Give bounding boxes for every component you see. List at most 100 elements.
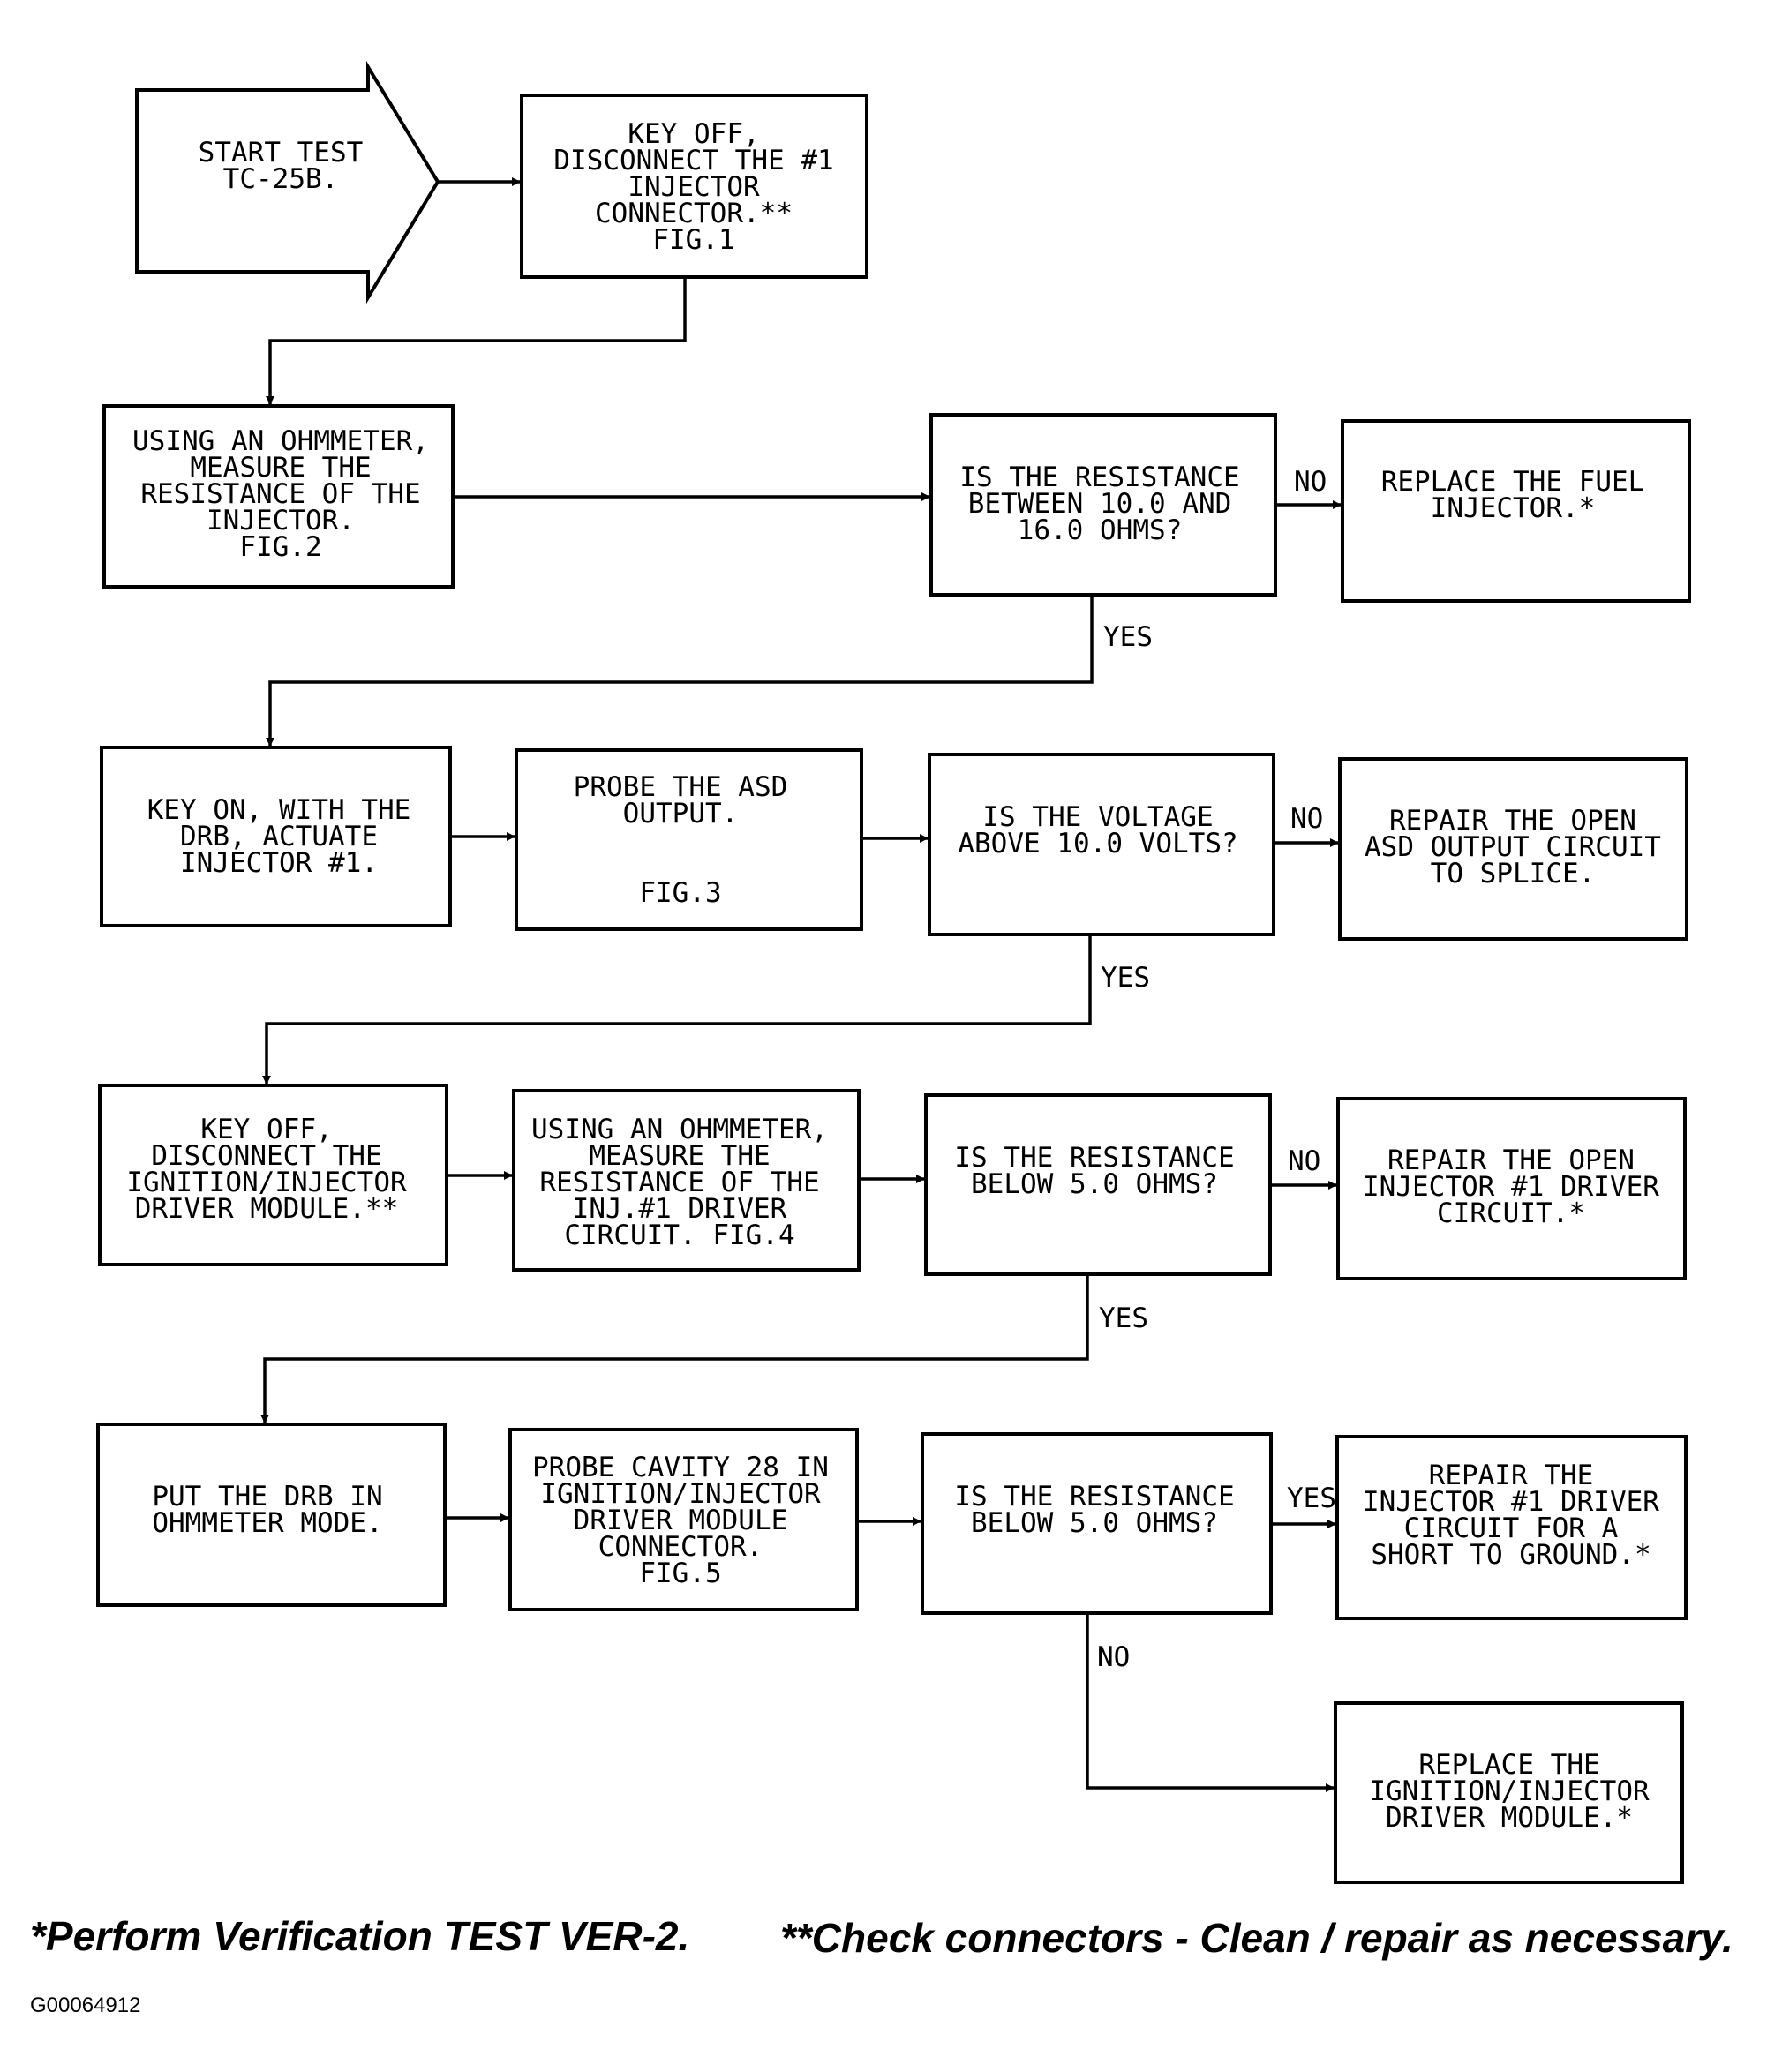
node-text-line: START TEST — [199, 137, 364, 169]
node-text-line: IGNITION/INJECTOR — [540, 1478, 821, 1510]
node-text-line: CIRCUIT. FIG.4 — [564, 1220, 794, 1251]
node-text-line: KEY OFF, — [200, 1114, 332, 1145]
node-text-line: IS THE RESISTANCE — [959, 462, 1239, 493]
node-text-line: DRIVER MODULE — [574, 1505, 788, 1536]
branch-label-no-1: NO — [1294, 466, 1327, 498]
branch-label-yes-3: YES — [1099, 1303, 1148, 1334]
node-text-line: 16.0 OHMS? — [1018, 514, 1183, 546]
node-text-line: BETWEEN 10.0 AND — [968, 488, 1232, 520]
node-text-line: INJECTOR.* — [1431, 492, 1596, 524]
node-text-line: MEASURE THE — [190, 452, 371, 484]
node-text-line: FIG.1 — [652, 224, 734, 256]
node-text-line: OUTPUT. — [623, 798, 739, 830]
node-text-line: REPAIR THE OPEN — [1387, 1145, 1635, 1176]
node-text-line: SHORT TO GROUND.* — [1371, 1539, 1650, 1571]
node-text-line: DISCONNECT THE — [151, 1140, 381, 1172]
node-text-line: DRIVER MODULE.* — [1386, 1802, 1633, 1834]
node-text-line: IGNITION/INJECTOR — [1369, 1775, 1650, 1807]
voltage-above-10-decision-box — [928, 753, 1275, 936]
drb-ohmmeter-mode-box — [96, 1423, 447, 1607]
node-text-line: MEASURE THE — [589, 1140, 770, 1172]
replace-fuel-injector-box — [1341, 419, 1691, 603]
node-text-line: CONNECTOR. — [598, 1531, 763, 1563]
node-text-line: TC-25B. — [223, 163, 339, 195]
start-test-arrow-shape — [135, 60, 440, 304]
resistance-10-16-decision-box — [929, 413, 1277, 597]
repair-open-driver-circuit-box — [1336, 1097, 1687, 1280]
node-text-line: PROBE THE ASD — [574, 771, 788, 803]
branch-label-no-4: NO — [1097, 1641, 1130, 1673]
node-text-line: INJECTOR. — [207, 505, 355, 537]
connector-key-off-to-measure — [266, 277, 687, 405]
node-text-line: OHMMETER MODE. — [152, 1507, 382, 1539]
branch-label-yes-4: YES — [1287, 1483, 1336, 1514]
key-on-actuate-injector-box — [100, 746, 452, 927]
node-text-line: ASD OUTPUT CIRCUIT — [1365, 831, 1661, 863]
node-text-line: KEY ON, WITH THE — [147, 794, 411, 826]
repair-short-to-ground-box — [1335, 1435, 1688, 1620]
node-text-line: FIG.2 — [239, 531, 321, 563]
figure-code: G00064912 — [30, 1993, 140, 2017]
branch-label-no-3: NO — [1288, 1145, 1320, 1177]
node-text-line: RESISTANCE OF THE — [539, 1167, 819, 1198]
connector-decision-1-yes — [266, 595, 1094, 747]
probe-asd-output-box — [515, 748, 863, 931]
node-text-line: DRB, ACTUATE — [180, 821, 378, 852]
node-text-line: CIRCUIT FOR A — [1404, 1513, 1619, 1544]
measure-driver-circuit-box — [512, 1089, 861, 1272]
replace-driver-module-box — [1334, 1701, 1684, 1884]
branch-label-yes-1: YES — [1103, 621, 1153, 653]
footnote-verification: *Perform Verification TEST VER-2. — [30, 1913, 689, 1959]
node-text-line: INJECTOR — [628, 171, 760, 203]
node-text-line: FIG.3 — [639, 877, 721, 909]
resistance-below-5-decision-box-2 — [921, 1432, 1273, 1615]
connector-decision-2-yes — [262, 935, 1092, 1085]
connector-decision-3-yes — [260, 1274, 1089, 1423]
node-text-line: KEY OFF, — [628, 118, 759, 150]
node-text-line: IS THE RESISTANCE — [954, 1142, 1234, 1174]
node-text-line: INJ.#1 DRIVER — [573, 1193, 787, 1225]
node-text-line: USING AN OHMMETER, — [531, 1114, 828, 1145]
node-text-line: INJECTOR #1 DRIVER — [1363, 1486, 1659, 1518]
measure-injector-resistance-box — [102, 404, 455, 589]
node-text-line: TO SPLICE. — [1431, 858, 1596, 890]
node-text-line: IS THE VOLTAGE — [982, 801, 1213, 833]
node-text-line: CONNECTOR.** — [595, 198, 793, 229]
branch-label-no-2: NO — [1290, 803, 1323, 835]
node-text-line: IGNITION/INJECTOR — [126, 1167, 407, 1198]
node-text-line: INJECTOR #1. — [180, 847, 378, 879]
node-text-line: CIRCUIT.* — [1437, 1197, 1585, 1229]
connector-decision-4-no — [1086, 1613, 1335, 1792]
node-text-line: REPAIR THE — [1429, 1460, 1594, 1491]
node-text-line: REPAIR THE OPEN — [1389, 805, 1636, 837]
node-text-line: IS THE RESISTANCE — [954, 1481, 1234, 1513]
node-text-line: DRIVER MODULE.** — [135, 1193, 399, 1225]
node-text-line: PUT THE DRB IN — [152, 1481, 382, 1513]
repair-open-asd-circuit-box — [1338, 757, 1688, 941]
node-text-line: INJECTOR #1 DRIVER — [1363, 1171, 1659, 1203]
node-text-line: RESISTANCE OF THE — [140, 478, 420, 510]
node-text-line: DISCONNECT THE #1 — [553, 145, 833, 176]
branch-label-yes-2: YES — [1101, 962, 1150, 994]
footnote-check-connectors: **Check connectors - Clean / repair as n… — [780, 1915, 1733, 1961]
node-text-line: REPLACE THE FUEL — [1381, 466, 1645, 498]
node-text-line: ABOVE 10.0 VOLTS? — [958, 828, 1237, 860]
